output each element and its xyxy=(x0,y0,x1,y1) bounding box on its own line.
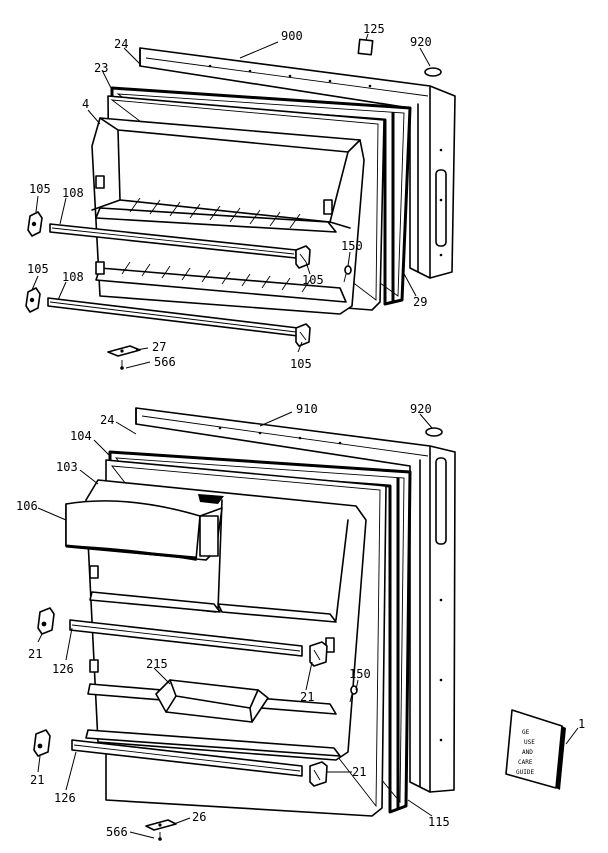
callout-566: 566 xyxy=(106,825,128,839)
callout-150: 150 xyxy=(349,667,371,681)
callout-215: 215 xyxy=(146,657,168,671)
fresh-food-door-assembly xyxy=(33,407,456,841)
freezer-screw xyxy=(343,265,352,283)
callout-105: 105 xyxy=(29,182,51,196)
fresh-food-screw xyxy=(349,685,358,703)
callout-24: 24 xyxy=(114,37,128,51)
callout-21: 21 xyxy=(352,765,366,779)
freezer-shelf-end-cap xyxy=(295,323,311,347)
use-and-care-manual: GE USE AND CARE GUIDE xyxy=(505,709,566,790)
callout-21: 21 xyxy=(300,690,314,704)
callout-126: 126 xyxy=(54,791,76,805)
callout-24: 24 xyxy=(100,413,114,427)
plug-button xyxy=(357,38,374,56)
callout-150: 150 xyxy=(341,239,363,253)
freezer-lower-shelf xyxy=(95,261,347,303)
callout-labels: 900 125 920 24 23 4 105 108 150 105 105 … xyxy=(16,22,585,839)
fresh-food-shelf-end-cap xyxy=(309,641,328,667)
freezer-shelf-end-cap xyxy=(25,287,41,313)
callout-23: 23 xyxy=(94,61,108,75)
fresh-food-outer-door-panel xyxy=(135,407,456,793)
callout-900: 900 xyxy=(281,29,303,43)
callout-125: 125 xyxy=(363,22,385,36)
callout-27: 27 xyxy=(152,340,166,354)
door-bin xyxy=(155,679,269,723)
callout-115: 115 xyxy=(428,815,450,829)
callout-105: 105 xyxy=(27,262,49,276)
callout-910: 910 xyxy=(296,402,318,416)
manual-text-line: GE xyxy=(522,729,530,736)
callout-4: 4 xyxy=(82,97,89,111)
dairy-compartment xyxy=(65,494,224,561)
freezer-upper-shelf xyxy=(95,197,337,233)
freezer-door-stop xyxy=(107,345,141,370)
manual-text-line: USE xyxy=(524,739,535,746)
callout-104: 104 xyxy=(70,429,92,443)
manual-text-line: CARE xyxy=(518,759,533,766)
callout-29: 29 xyxy=(413,295,427,309)
fresh-food-shelf-end-cap xyxy=(37,607,55,635)
fresh-food-upper-shelf xyxy=(89,591,337,623)
callout-105: 105 xyxy=(302,273,324,287)
fresh-food-shelf-end-cap xyxy=(309,761,328,787)
callout-566: 566 xyxy=(154,355,176,369)
callout-105: 105 xyxy=(290,357,312,371)
callout-108: 108 xyxy=(62,186,84,200)
fresh-food-bottom-shelf xyxy=(85,729,341,757)
callout-108: 108 xyxy=(62,270,84,284)
callout-106: 106 xyxy=(16,499,38,513)
callout-1: 1 xyxy=(578,717,585,731)
freezer-shelf-end-cap xyxy=(295,245,311,269)
fresh-food-shelf-bar-lower xyxy=(71,739,303,777)
fresh-food-shelf-end-cap xyxy=(33,729,51,757)
callout-21: 21 xyxy=(30,773,44,787)
callout-920: 920 xyxy=(410,402,432,416)
freezer-outer-door-panel xyxy=(139,47,456,279)
hinge-plug xyxy=(425,427,443,437)
fresh-food-door-stop xyxy=(145,819,177,841)
callout-126: 126 xyxy=(52,662,74,676)
callout-920: 920 xyxy=(410,35,432,49)
leader-lines xyxy=(31,33,579,839)
freezer-door-assembly xyxy=(25,38,456,370)
callout-103: 103 xyxy=(56,460,78,474)
fresh-food-shelf-bar-upper xyxy=(69,619,303,657)
callout-26: 26 xyxy=(192,810,206,824)
hinge-plug xyxy=(424,67,442,77)
freezer-shelf-end-cap xyxy=(27,211,43,237)
manual-text-line: GUIDE xyxy=(516,769,534,776)
callout-21: 21 xyxy=(28,647,42,661)
manual-text-line: AND xyxy=(522,749,533,756)
